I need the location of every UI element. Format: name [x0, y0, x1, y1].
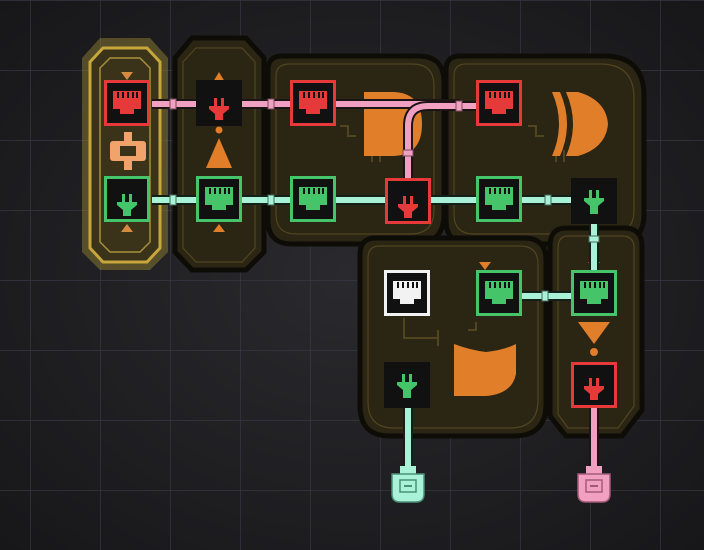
- not-out-port[interactable]: [571, 362, 617, 408]
- splitter-bottom-port[interactable]: [196, 176, 242, 222]
- and-in-bottom-port[interactable]: [290, 176, 336, 222]
- xor-in-bottom-port[interactable]: [476, 176, 522, 222]
- or-gate-symbol: [454, 344, 516, 396]
- splitter-top-port[interactable]: [196, 80, 242, 126]
- arrow-up-icon: [121, 224, 133, 232]
- selector-module[interactable]: [82, 38, 168, 270]
- green-output-plug[interactable]: [391, 466, 425, 503]
- selector-out-top-port[interactable]: [104, 80, 150, 126]
- switch-icon: [110, 132, 146, 170]
- arrow-down-icon: [121, 72, 133, 80]
- triangle-symbol: [206, 138, 232, 168]
- and-out-port[interactable]: [385, 178, 431, 224]
- red-output-plug[interactable]: [577, 466, 611, 503]
- xor-in-top-port[interactable]: [476, 80, 522, 126]
- selector-out-bottom-port[interactable]: [104, 176, 150, 222]
- or-in-right-port[interactable]: [476, 270, 522, 316]
- or-in-top-port[interactable]: [384, 270, 430, 316]
- and-in-top-port[interactable]: [290, 80, 336, 126]
- not-gate-symbol: [578, 322, 610, 344]
- xor-gate-symbol: [552, 92, 608, 156]
- small-arrow-icon: [213, 224, 225, 232]
- splitter-module[interactable]: [172, 35, 267, 273]
- small-arrow-icon: [213, 72, 225, 82]
- or-out-port[interactable]: [384, 362, 430, 408]
- not-in-port[interactable]: [571, 270, 617, 316]
- xor-out-port[interactable]: [571, 178, 617, 224]
